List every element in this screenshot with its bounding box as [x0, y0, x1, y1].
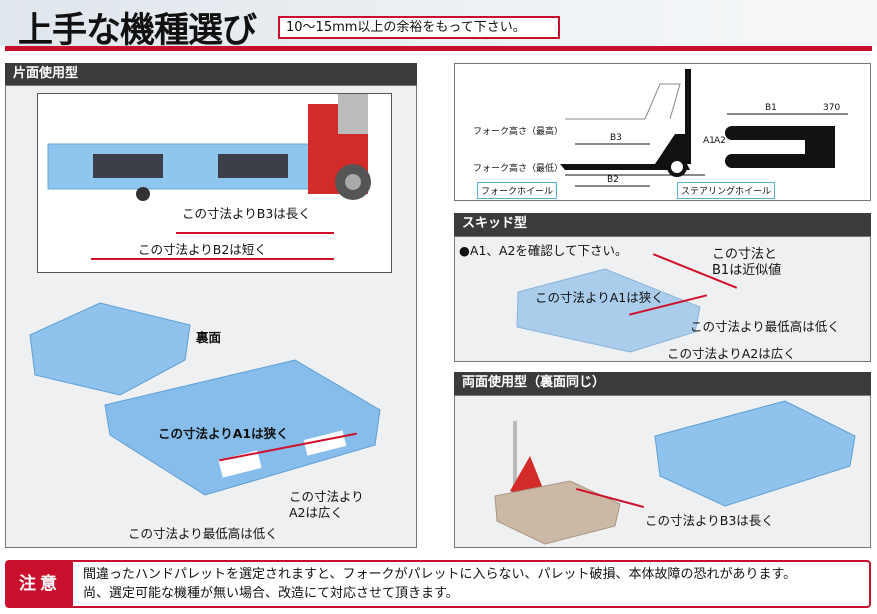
skid-heading: スキッド型 [454, 213, 871, 236]
fork-height-max: フォーク高さ（最高） [473, 127, 564, 137]
b2-dim: B2 [607, 175, 619, 185]
fork-wheel-label: フォークホイール [477, 182, 558, 199]
a2-dim: A2 [714, 136, 726, 146]
steering-wheel-label: ステアリングホイール [677, 182, 776, 199]
double-b3-label: この寸法よりB3は長く [645, 513, 774, 528]
dimension-diagram: フォーク高さ（最高） フォーク高さ（最低） フォークホイール ステアリングホイー… [454, 63, 871, 201]
skid-a1-label: この寸法よりA1は狭く [535, 290, 664, 305]
b1-dim: B1 [765, 103, 777, 113]
a1-label: この寸法よりA1は狭く [158, 426, 289, 441]
fork-height-min: フォーク高さ（最低） [473, 164, 564, 174]
min-height-label: この寸法より最低高は低く [128, 526, 278, 541]
skid-instruction: ●A1、A2を確認して下さい。 [459, 243, 628, 258]
skid-a2-label: この寸法よりA2は広く [667, 346, 796, 361]
back-side-label: 裏面 [196, 330, 222, 345]
margin-note: 10〜15mm以上の余裕をもって下さい。 [278, 16, 560, 39]
a1-dim: A1 [703, 136, 715, 146]
caution-line-1: 間違ったハンドパレットを選定されますと、フォークがパレットに入らない、パレット破… [83, 567, 797, 582]
dim-370: 370 [823, 103, 841, 113]
header-divider [5, 46, 872, 51]
caution-box: 注意 間違ったハンドパレットを選定されますと、フォークがパレットに入らない、パレ… [5, 560, 871, 608]
hand-pallet-photo [47, 94, 371, 201]
pallet-back-view [29, 302, 191, 396]
b3-arrow [176, 232, 334, 234]
truck-photo-box [37, 93, 392, 273]
double-sided-panel [454, 395, 871, 548]
skid-b1-line1: この寸法と [712, 247, 778, 262]
b2-arrow [91, 258, 334, 260]
b2-label: この寸法よりB2は短く [138, 242, 267, 257]
double-sided-photos [494, 400, 856, 545]
pallet-illustrations [29, 302, 381, 496]
a2-label-line2: A2は広く [289, 505, 344, 520]
b3-label: この寸法よりB3は長く [182, 206, 311, 221]
caution-text: 間違ったハンドパレットを選定されますと、フォークがパレットに入らない、パレット破… [83, 565, 796, 603]
b3-dim: B3 [610, 133, 622, 143]
hand-pallet-diagram [560, 69, 848, 187]
caution-line-2: 尚、選定可能な機種が無い場合、改造にて対応させて頂きます。 [83, 586, 459, 601]
pallet-front-view [104, 359, 381, 496]
page-title: 上手な機種選び [18, 11, 257, 51]
skid-min-height-label: この寸法より最低高は低く [690, 319, 840, 334]
a2-label-line1: この寸法より [289, 489, 364, 504]
skid-pallet-photo [516, 268, 701, 353]
single-sided-heading: 片面使用型 [5, 63, 417, 85]
skid-b1-line2: B1は近似値 [712, 263, 782, 278]
double-sided-heading: 両面使用型（裏面同じ） [454, 372, 871, 395]
caution-tag: 注意 [7, 562, 73, 606]
